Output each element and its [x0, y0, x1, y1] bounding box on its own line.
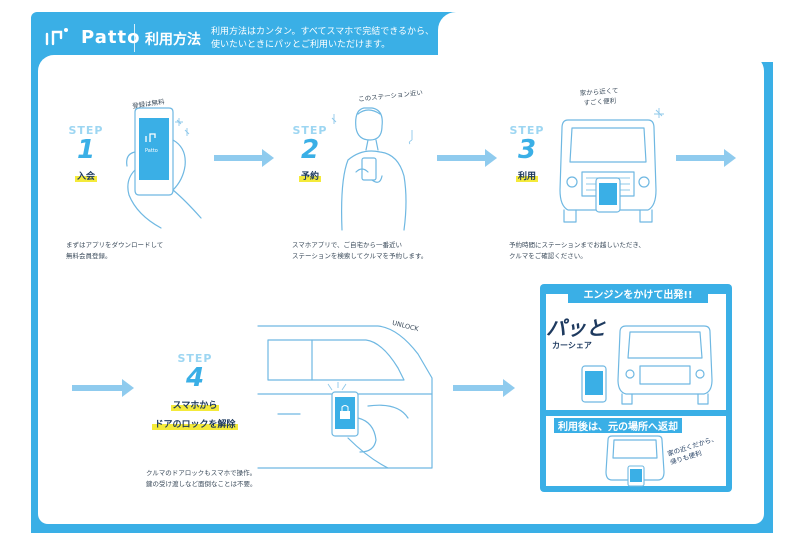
step-name-block: スマホから ドアのロックを解除	[150, 393, 240, 431]
step-label: STEP	[292, 124, 328, 137]
step-1: STEP 1 入会	[62, 124, 110, 183]
step-number: 3	[517, 135, 537, 165]
step-label: STEP	[509, 124, 545, 137]
step-label: STEP	[68, 124, 104, 137]
step-2: STEP 2 予約	[286, 124, 334, 183]
step-label: STEP	[177, 352, 213, 365]
step-3: STEP 3 利用	[503, 124, 551, 183]
step-name: ドアのロックを解除	[152, 417, 238, 430]
header: Patto 利用方法 利用方法はカンタン。すべてスマホで完結できるから、 使いた…	[31, 12, 773, 64]
flow-arrow	[72, 379, 134, 397]
description-line: まずはアプリをダウンロードして	[66, 241, 164, 249]
engine-banner: エンジンをかけて出発!!	[568, 284, 708, 303]
step-3-description: 予約時間にステーションまでお越しいただき、 クルマをご確認ください。	[509, 240, 645, 262]
return-title: 利用後は、元の場所へ返却	[554, 418, 682, 433]
brand-logo: Patto	[43, 26, 140, 48]
description-line: ステーションを検索してクルマを予約します。	[292, 252, 428, 260]
brand-name: Patto	[81, 26, 141, 48]
car-door-illustration	[257, 325, 433, 469]
description-line: 予約時間にステーションまでお越しいただき、	[509, 241, 645, 249]
step-name: 予約	[298, 169, 321, 182]
step-name: 利用	[515, 169, 538, 182]
panel-corner	[438, 12, 778, 62]
pato-slogan: パッと	[546, 316, 606, 340]
finale-box: エンジンをかけて出発!! パッと カーシェア 利用後は、元の場所へ返却 家の近く…	[540, 284, 732, 492]
step-3-bubble: 家から近くて すごく便利	[579, 85, 619, 108]
step-number: 1	[76, 135, 96, 165]
step-1-description: まずはアプリをダウンロードして 無料会員登録。	[66, 240, 163, 262]
flow-arrow	[676, 149, 736, 167]
description-line: 鍵の受け渡しなど面倒なことは不要。	[146, 480, 257, 488]
header-description-line: 使いたいときにパッとご利用いただけます。	[211, 40, 391, 50]
step-name: スマホから	[170, 398, 220, 411]
header-description-line: 利用方法はカンタン。すべてスマホで完結できるから、	[211, 27, 435, 37]
step-number: 4	[185, 363, 205, 393]
car-illustration	[617, 325, 713, 405]
description-line: クルマをご確認ください。	[509, 252, 587, 260]
description-line: スマホアプリで、ご自宅から一番近い	[292, 241, 403, 249]
flow-arrow	[453, 379, 515, 397]
flow-arrow	[214, 149, 274, 167]
header-divider	[134, 24, 135, 52]
phone-hand-illustration: Patto	[126, 107, 202, 229]
person-illustration	[331, 107, 413, 231]
car-front-illustration	[559, 108, 664, 223]
parked-car-illustration	[605, 435, 665, 487]
step-4: STEP 4 スマホから ドアのロックを解除	[150, 352, 240, 431]
finale-top-card	[546, 294, 726, 410]
step-2-description: スマホアプリで、ご自宅から一番近い ステーションを検索してクルマを予約します。	[292, 240, 427, 262]
step-number: 2	[300, 135, 320, 165]
svg-text:Patto: Patto	[145, 148, 158, 154]
step-4-description: クルマのドアロックもスマホで操作。 鍵の受け渡しなど面倒なことは不要。	[146, 468, 257, 490]
carshare-label: カーシェア	[552, 341, 592, 350]
header-description: 利用方法はカンタン。すべてスマホで完結できるから、 使いたいときにパッとご利用い…	[211, 26, 491, 52]
description-line: クルマのドアロックもスマホで操作。	[146, 469, 257, 477]
phone-icon	[581, 365, 607, 403]
step-name: 入会	[74, 169, 97, 182]
description-line: 無料会員登録。	[66, 252, 112, 260]
page-title: 利用方法	[145, 32, 201, 48]
flow-arrow	[437, 149, 497, 167]
logo-icon	[45, 28, 68, 46]
